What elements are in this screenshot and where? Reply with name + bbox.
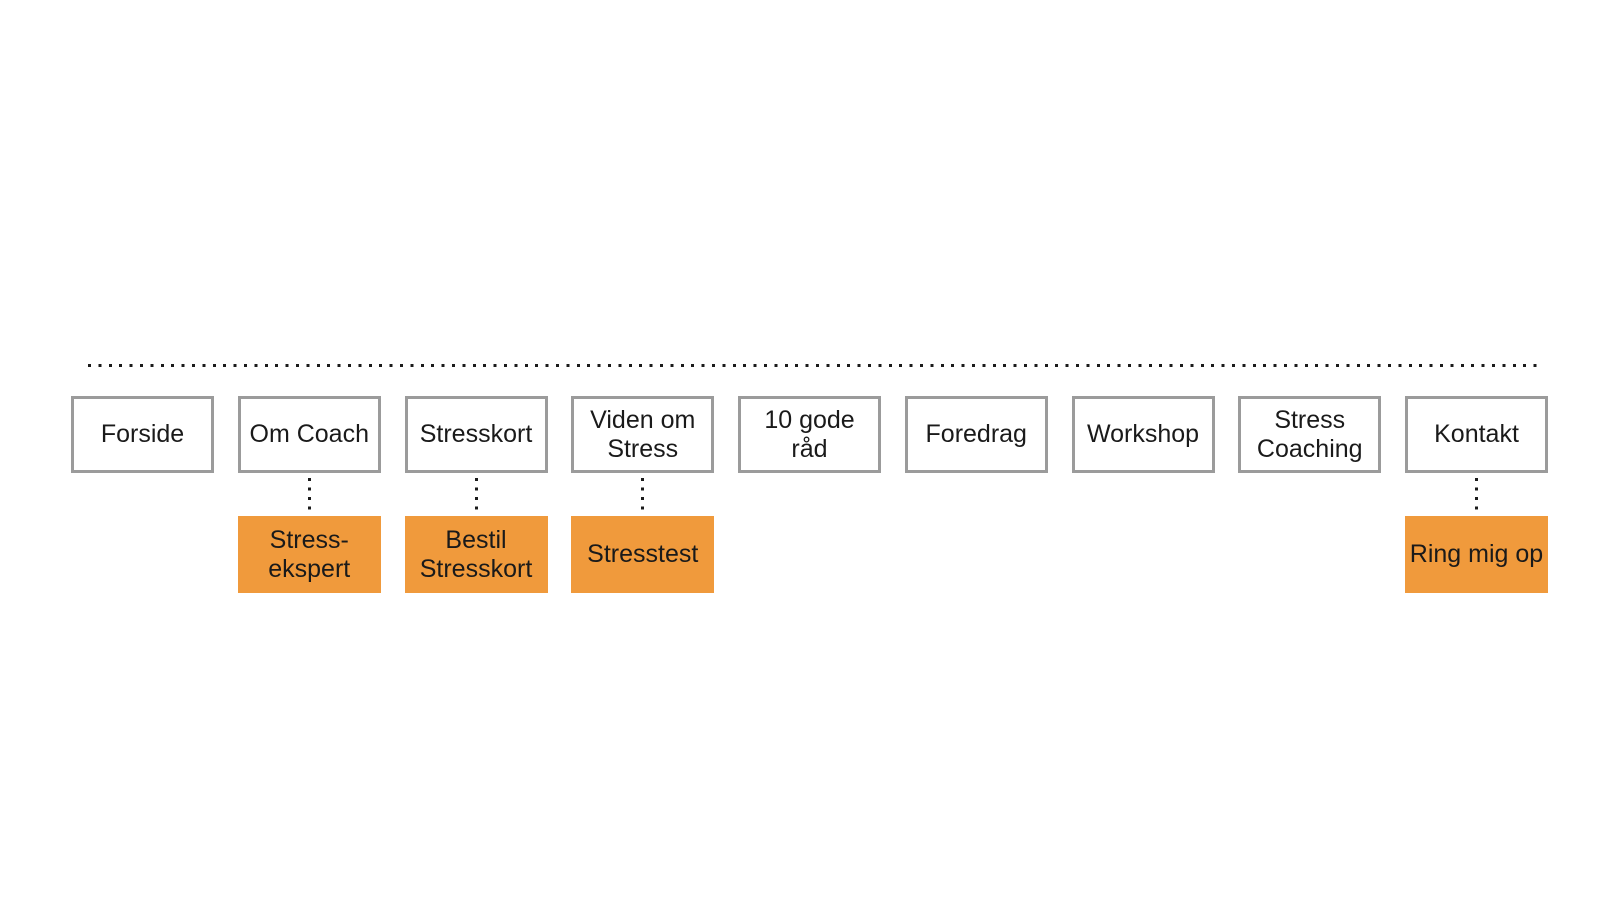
sitemap-column: Viden om Stress Stresstest [571, 396, 715, 593]
sitemap-column: Workshop [1071, 396, 1215, 473]
subpage-node-stresstest: Stresstest [571, 516, 715, 593]
sitemap-column: Forside [71, 396, 214, 473]
subpage-node-ring-mig-op: Ring mig op [1405, 516, 1548, 593]
sitemap-column: Stress Coaching [1238, 396, 1382, 473]
dotted-connector [1475, 478, 1478, 512]
sitemap-column: 10 gode råd [738, 396, 881, 473]
nav-node-stress-coaching: Stress Coaching [1238, 396, 1382, 473]
dotted-connector [307, 478, 311, 512]
nav-row: Forside Om Coach Stress- ekspert Stressk… [71, 396, 1548, 593]
subpage-node-stress-ekspert: Stress- ekspert [237, 516, 381, 593]
sitemap-column: Foredrag [904, 396, 1048, 473]
dotted-connector [474, 478, 478, 512]
subpage-node-bestil-stresskort: Bestil Stresskort [404, 516, 548, 593]
nav-node-kontakt: Kontakt [1405, 396, 1548, 473]
sitemap-column: Om Coach Stress- ekspert [237, 396, 381, 593]
nav-node-10-gode-rad: 10 gode råd [738, 396, 881, 473]
nav-node-viden-om-stress: Viden om Stress [571, 396, 715, 473]
nav-node-foredrag: Foredrag [904, 396, 1048, 473]
sitemap-column: Kontakt Ring mig op [1405, 396, 1548, 593]
nav-node-stresskort: Stresskort [404, 396, 548, 473]
top-dotted-line [88, 364, 1540, 367]
dotted-connector [641, 478, 645, 512]
nav-node-forside: Forside [71, 396, 214, 473]
nav-node-workshop: Workshop [1071, 396, 1215, 473]
nav-node-om-coach: Om Coach [237, 396, 381, 473]
sitemap-column: Stresskort Bestil Stresskort [404, 396, 548, 593]
